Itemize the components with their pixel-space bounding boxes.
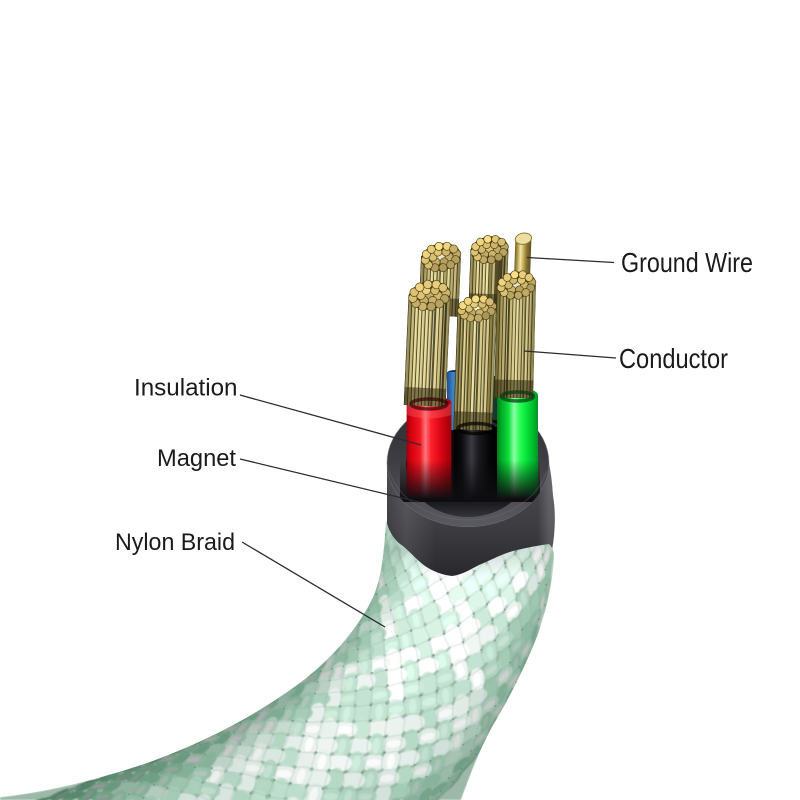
svg-text:Ground Wire: Ground Wire bbox=[621, 247, 753, 278]
svg-text:Insulation: Insulation bbox=[134, 375, 238, 402]
svg-text:Nylon Braid: Nylon Braid bbox=[115, 529, 235, 556]
svg-text:Conductor: Conductor bbox=[619, 343, 728, 374]
svg-text:Magnet: Magnet bbox=[157, 445, 236, 472]
